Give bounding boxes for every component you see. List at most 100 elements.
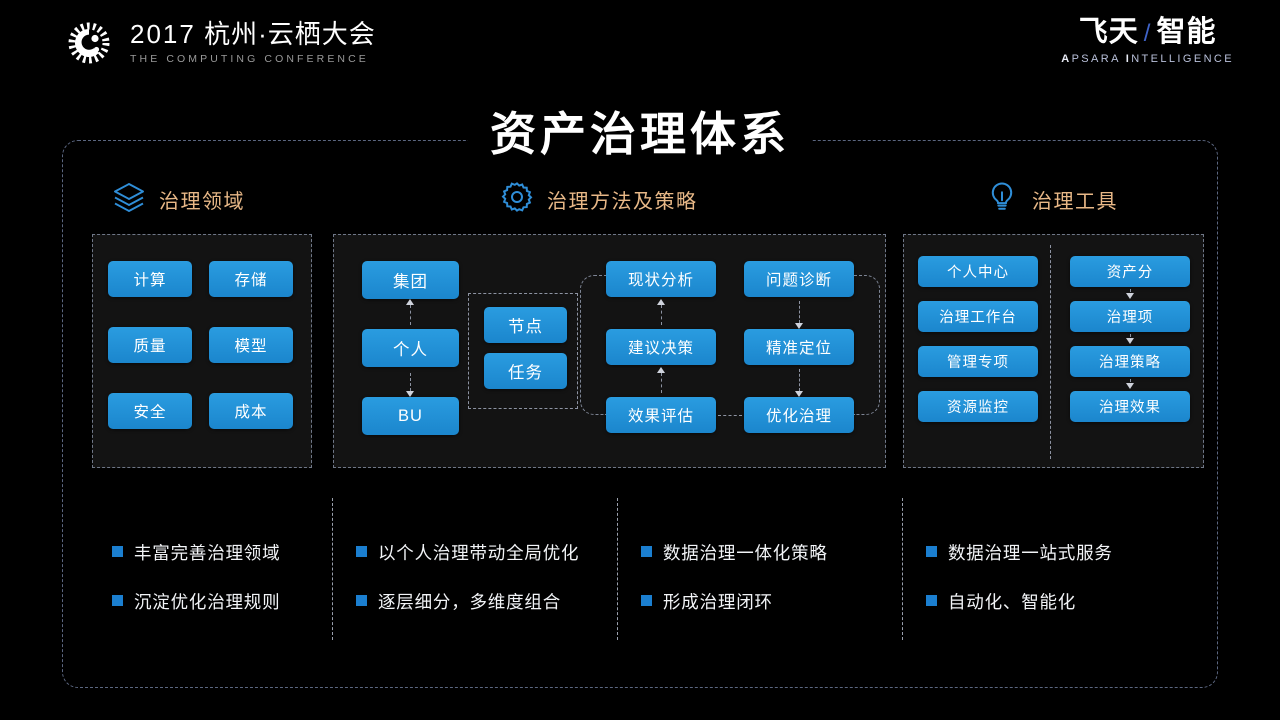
list-item: 数据治理一站式服务 [926,540,1113,565]
domain-button-compute[interactable]: 计算 [108,261,192,297]
cycle-arc-left [580,275,606,415]
org-node-group[interactable]: 集团 [362,261,459,299]
arrow-up-to-analysis-icon [657,299,665,305]
list-item: 自动化、智能化 [926,589,1113,614]
bullet-text: 数据治理一站式服务 [948,543,1113,563]
gear-icon [500,180,534,219]
tool-button-governance-effect[interactable]: 治理效果 [1070,391,1190,422]
tool-button-governance-item[interactable]: 治理项 [1070,301,1190,332]
tool-button-governance-workbench[interactable]: 治理工作台 [918,301,1038,332]
domain-button-quality[interactable]: 质量 [108,327,192,363]
conference-year: 2017 [130,19,196,50]
list-item: 丰富完善治理领域 [112,540,280,565]
bullet-text: 数据治理一体化策略 [663,543,828,563]
bullet-column-4: 数据治理一站式服务 自动化、智能化 [926,540,1113,638]
tool-button-personal-center[interactable]: 个人中心 [918,256,1038,287]
bullet-column-2: 以个人治理带动全局优化 逐层细分，多维度组合 [356,540,579,638]
bullet-divider-3 [902,498,903,640]
section-label-tools: 治理工具 [1032,191,1118,213]
bullet-text: 丰富完善治理领域 [134,543,281,563]
panel-governance-method: 集团 个人 BU 节点 任务 现状分析 建议决策 效果评估 问题诊断 精准定位 … [333,234,886,468]
arrow-down-to-effect-icon [1126,383,1134,389]
section-label-method: 治理方法及策略 [547,191,698,213]
bullet-divider-2 [617,498,618,640]
bullet-text: 以个人治理带动全局优化 [378,543,580,563]
connector-evaluation-to-optimize [718,415,742,416]
bullet-square-icon [112,546,123,557]
cycle-step-suggestion-decision[interactable]: 建议决策 [606,329,716,365]
conference-subtitle-en: THE COMPUTING CONFERENCE [130,52,369,65]
bullet-square-icon [356,595,367,606]
connector-evaluation-to-decision [661,373,662,393]
tools-column-divider [1050,245,1051,459]
list-item: 数据治理一体化策略 [641,540,828,565]
cycle-step-precise-positioning[interactable]: 精准定位 [744,329,854,365]
arrow-down-to-positioning-icon [795,323,803,329]
connector-positioning-to-optimize [799,369,800,391]
bullet-square-icon [926,595,937,606]
layers-icon [112,180,146,219]
bullet-text: 自动化、智能化 [948,592,1077,612]
org-node-bu[interactable]: BU [362,397,459,435]
arrow-up-to-group-icon [406,299,414,305]
apsara-logo-en-i: I [1125,53,1132,65]
arrow-down-to-item-icon [1126,293,1134,299]
domain-button-model[interactable]: 模型 [209,327,293,363]
apsara-conference-logo-icon [62,16,116,70]
list-item: 沉淀优化治理规则 [112,589,280,614]
cycle-step-problem-diagnosis[interactable]: 问题诊断 [744,261,854,297]
page-title-text: 资产治理体系 [468,108,812,160]
apsara-logo-en-ntelligence: NTELLIGENCE [1131,53,1234,65]
list-item: 逐层细分，多维度组合 [356,589,579,614]
conference-title-cn: 杭州·云栖大会 [204,19,376,50]
slide-header: 2017 杭州·云栖大会 THE COMPUTING CONFERENCE 飞天… [0,0,1280,88]
arrow-down-to-optimize-icon [795,391,803,397]
section-header-method: 治理方法及策略 [500,180,698,219]
section-header-tools: 治理工具 [985,180,1118,219]
org-node-individual[interactable]: 个人 [362,329,459,367]
bullet-square-icon [926,546,937,557]
bullet-text: 逐层细分，多维度组合 [378,592,561,612]
cycle-step-current-analysis[interactable]: 现状分析 [606,261,716,297]
panel-governance-domain: 计算 存储 质量 模型 安全 成本 [92,234,312,468]
org-detail-bracket [468,293,578,409]
bullet-divider-1 [332,498,333,640]
tool-button-asset-score[interactable]: 资产分 [1070,256,1190,287]
section-label-domain: 治理领域 [159,191,245,213]
tool-button-management-project[interactable]: 管理专项 [918,346,1038,377]
apsara-logo-en-a: A [1061,53,1072,65]
arrow-down-to-bu-icon [406,391,414,397]
arrow-up-to-decision-icon [657,367,665,373]
section-header-domain: 治理领域 [112,180,245,219]
tool-button-governance-strategy[interactable]: 治理策略 [1070,346,1190,377]
conference-logo: 2017 杭州·云栖大会 THE COMPUTING CONFERENCE [62,16,376,70]
list-item: 以个人治理带动全局优化 [356,540,579,565]
apsara-logo-cn-1: 飞天 [1078,16,1139,48]
page-title: 资产治理体系 [0,98,1280,164]
arrow-down-to-strategy-icon [1126,338,1134,344]
cycle-step-effect-evaluation[interactable]: 效果评估 [606,397,716,433]
bullet-square-icon [641,595,652,606]
domain-button-cost[interactable]: 成本 [209,393,293,429]
cycle-arc-right [854,275,880,415]
domain-button-storage[interactable]: 存储 [209,261,293,297]
bullet-square-icon [641,546,652,557]
apsara-logo-en-psara: PSARA [1071,53,1126,65]
bullet-text: 沉淀优化治理规则 [134,592,281,612]
apsara-logo-separator: / [1143,20,1152,47]
lightbulb-icon [985,180,1019,219]
connector-diagnosis-to-positioning [799,301,800,323]
connector-decision-to-analysis [661,305,662,325]
cycle-step-optimize-governance[interactable]: 优化治理 [744,397,854,433]
org-detail-task[interactable]: 任务 [484,353,567,389]
list-item: 形成治理闭环 [641,589,828,614]
connector-individual-to-group [410,305,411,325]
org-detail-node[interactable]: 节点 [484,307,567,343]
apsara-intelligence-logo: 飞天/智能 APSARA INTELLIGENCE [1061,16,1234,66]
bullet-square-icon [112,595,123,606]
domain-button-security[interactable]: 安全 [108,393,192,429]
bullet-text: 形成治理闭环 [663,592,773,612]
bullet-column-1: 丰富完善治理领域 沉淀优化治理规则 [112,540,280,638]
tool-button-resource-monitoring[interactable]: 资源监控 [918,391,1038,422]
bullet-column-3: 数据治理一体化策略 形成治理闭环 [641,540,828,638]
